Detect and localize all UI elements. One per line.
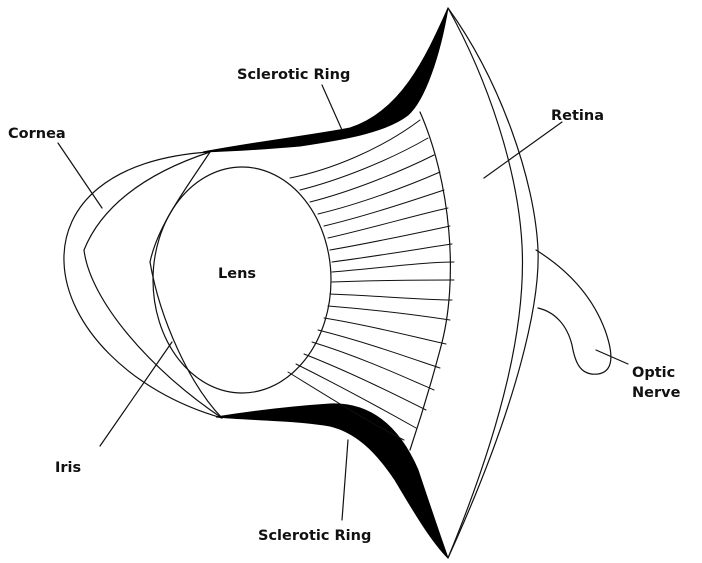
leader-retina	[484, 122, 562, 178]
label-cornea: Cornea	[8, 126, 66, 142]
iris-upper	[150, 152, 210, 262]
label-sclerotic-ring-top: Sclerotic Ring	[237, 67, 350, 83]
leader-iris	[100, 342, 172, 446]
label-retina: Retina	[551, 108, 604, 124]
label-nerve: Nerve	[632, 385, 681, 401]
eye-wall-outer	[448, 8, 538, 558]
label-iris: Iris	[55, 460, 81, 476]
label-optic: Optic	[632, 365, 675, 381]
leader-sclerotic-bottom	[342, 440, 348, 520]
leader-cornea	[58, 143, 102, 208]
leader-optic	[596, 350, 628, 364]
eye-wall-inner	[448, 8, 522, 558]
optic-nerve	[536, 250, 611, 374]
retina-inner-arc	[410, 112, 450, 450]
leader-sclerotic-top	[322, 85, 342, 130]
label-sclerotic-ring-bottom: Sclerotic Ring	[258, 528, 371, 544]
label-lens: Lens	[218, 266, 256, 282]
iris-lower	[150, 262, 222, 418]
